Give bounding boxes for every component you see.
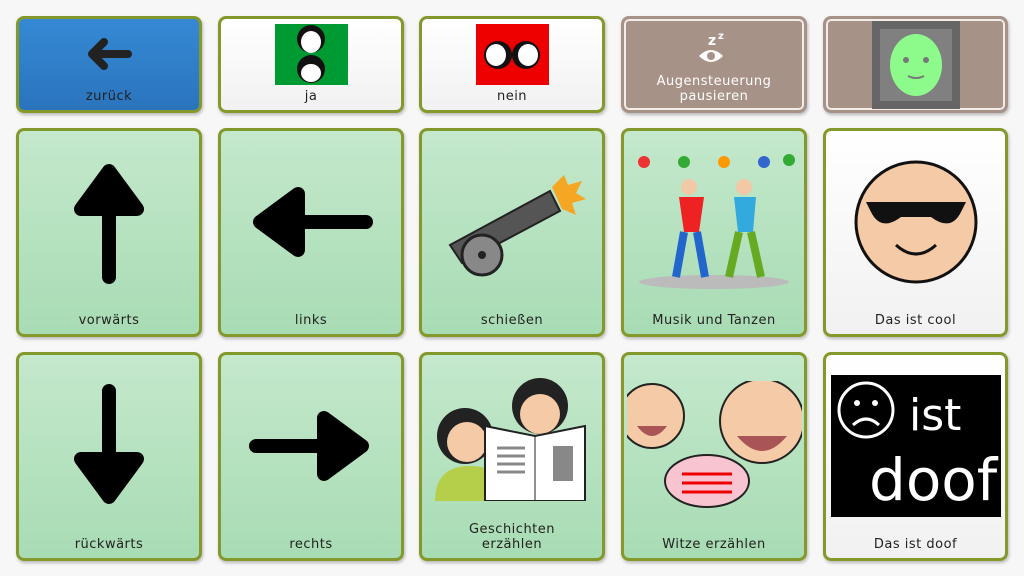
tell-jokes-cell[interactable]: Witze erzählen bbox=[621, 352, 807, 561]
back-button[interactable]: zurück bbox=[16, 16, 202, 113]
arrow-left-icon bbox=[19, 19, 199, 89]
yes-faces-icon bbox=[221, 19, 401, 89]
no-faces-icon bbox=[422, 19, 602, 89]
uncool-label: Das ist doof bbox=[873, 537, 958, 552]
left-cell[interactable]: links bbox=[218, 128, 404, 337]
shoot-label: schießen bbox=[480, 313, 544, 328]
backward-cell[interactable]: rückwärts bbox=[16, 352, 202, 561]
shoot-cell[interactable]: schießen bbox=[419, 128, 605, 337]
music-dance-label: Musik und Tanzen bbox=[652, 313, 776, 328]
laughing-faces-icon bbox=[624, 355, 804, 537]
cool-face-icon bbox=[826, 131, 1005, 313]
tell-jokes-label: Witze erzählen bbox=[662, 537, 766, 552]
left-label: links bbox=[294, 313, 328, 328]
tell-stories-cell[interactable]: Geschichten erzählen bbox=[419, 352, 605, 561]
arrow-left-icon bbox=[221, 131, 401, 313]
svg-text:ist: ist bbox=[909, 390, 961, 441]
eye-tracking-status[interactable] bbox=[823, 16, 1008, 113]
yes-button[interactable]: ja bbox=[218, 16, 404, 113]
forward-label: vorwärts bbox=[78, 313, 140, 328]
no-button[interactable]: nein bbox=[419, 16, 605, 113]
cool-cell[interactable]: Das ist cool bbox=[823, 128, 1008, 337]
face-status-icon bbox=[871, 20, 960, 109]
pause-label: Augensteuerung pausieren bbox=[656, 74, 772, 104]
right-label: rechts bbox=[289, 537, 333, 552]
no-label: nein bbox=[496, 89, 528, 104]
right-cell[interactable]: rechts bbox=[218, 352, 404, 561]
forward-cell[interactable]: vorwärts bbox=[16, 128, 202, 337]
arrow-down-icon bbox=[19, 355, 199, 537]
svg-text:z: z bbox=[708, 33, 716, 49]
cannon-icon bbox=[422, 131, 602, 313]
tell-stories-label: Geschichten erzählen bbox=[468, 522, 556, 552]
music-dance-cell[interactable]: Musik und Tanzen bbox=[621, 128, 807, 337]
svg-text:doof: doof bbox=[869, 446, 999, 514]
cool-label: Das ist cool bbox=[874, 313, 957, 328]
backward-label: rückwärts bbox=[74, 537, 144, 552]
yes-label: ja bbox=[304, 89, 318, 104]
svg-text:z: z bbox=[718, 31, 724, 42]
dancing-people-icon bbox=[624, 131, 804, 313]
arrow-right-icon bbox=[221, 355, 401, 537]
back-label: zurück bbox=[85, 89, 133, 104]
reading-book-icon bbox=[422, 355, 602, 522]
arrow-up-icon bbox=[19, 131, 199, 313]
